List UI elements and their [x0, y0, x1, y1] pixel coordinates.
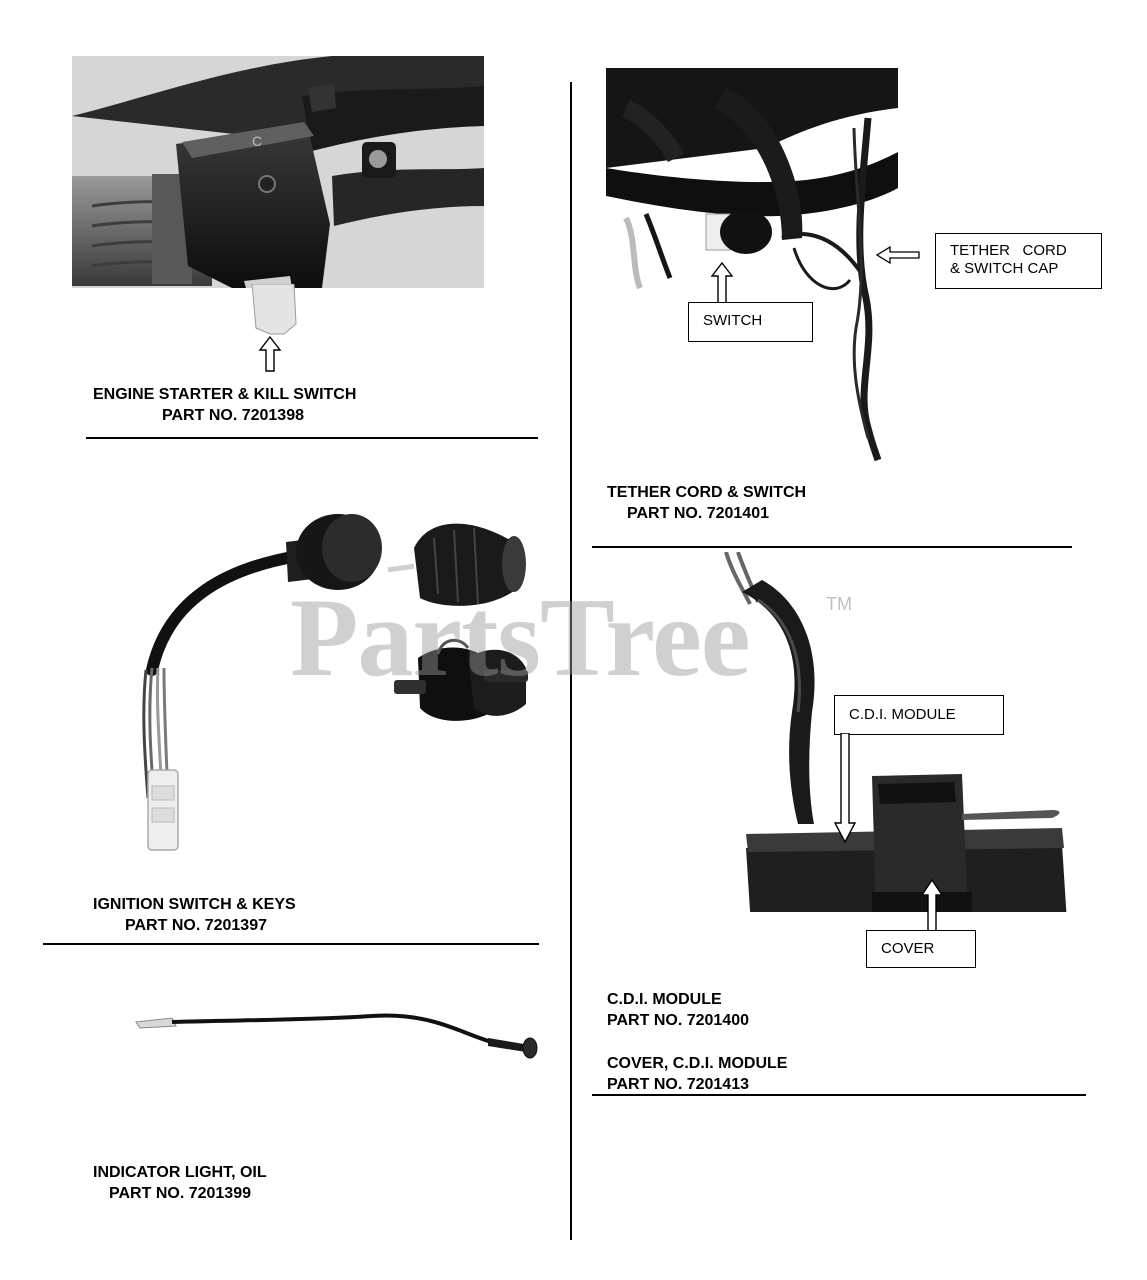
divider [592, 1094, 1086, 1096]
tether-cord-cap-line1: TETHER CORD [950, 242, 1067, 259]
arrow-down-icon [833, 733, 857, 843]
cdi-module-label-text: C.D.I. MODULE [849, 706, 956, 723]
divider [86, 437, 538, 439]
ignition-switch-title: IGNITION SWITCH & KEYS [93, 896, 296, 913]
cdi-module-part-number: PART NO. 7201400 [607, 1012, 749, 1029]
watermark-trademark: TM [826, 594, 852, 614]
cdi-cover-caption: COVER, C.D.I. MODULE PART NO. 7201413 [607, 1053, 787, 1095]
tether-cord-cap-line2: & SWITCH CAP [950, 260, 1059, 277]
ignition-switch-caption: IGNITION SWITCH & KEYS PART NO. 7201397 [93, 894, 296, 936]
center-divider [570, 82, 572, 1240]
arrow-up-icon [710, 262, 734, 304]
engine-switch-title: ENGINE STARTER & KILL SWITCH [93, 386, 357, 403]
ignition-switch-part-number: PART NO. 7201397 [125, 917, 267, 934]
cdi-module-label: C.D.I. MODULE [834, 695, 1004, 735]
cover-label-text: COVER [881, 940, 935, 957]
indicator-light-title: INDICATOR LIGHT, OIL [93, 1164, 267, 1181]
engine-switch-photo: C [72, 56, 484, 288]
tether-cord-part-number: PART NO. 7201401 [627, 505, 769, 522]
ignition-switch-photo [138, 508, 528, 854]
cdi-module-caption: C.D.I. MODULE PART NO. 7201400 [607, 989, 749, 1031]
cover-label: COVER [866, 930, 976, 968]
cdi-module-title: C.D.I. MODULE [607, 991, 722, 1008]
cdi-cover-part-number: PART NO. 7201413 [607, 1076, 749, 1093]
tether-cord-caption: TETHER CORD & SWITCH PART NO. 7201401 [607, 482, 806, 524]
engine-switch-caption: ENGINE STARTER & KILL SWITCH PART NO. 72… [93, 384, 356, 426]
indicator-light-photo [132, 1000, 542, 1062]
tether-cord-photo [606, 68, 898, 462]
indicator-light-caption: INDICATOR LIGHT, OIL PART NO. 7201399 [93, 1162, 267, 1204]
divider [43, 943, 539, 945]
divider [592, 546, 1072, 548]
cdi-cover-title: COVER, C.D.I. MODULE [607, 1055, 788, 1072]
svg-text:C: C [252, 133, 262, 149]
indicator-light-part-number: PART NO. 7201399 [109, 1185, 251, 1202]
switch-label: SWITCH [688, 302, 813, 342]
switch-label-text: SWITCH [703, 312, 763, 329]
arrow-left-icon [876, 246, 920, 264]
arrow-up-icon [920, 879, 944, 935]
engine-switch-part-number: PART NO. 7201398 [162, 407, 304, 424]
tether-cord-cap-label: TETHER CORD & SWITCH CAP [935, 233, 1102, 289]
cdi-module-photo [712, 552, 1084, 912]
arrow-up-icon [258, 336, 282, 372]
tether-cord-title: TETHER CORD & SWITCH [607, 484, 807, 501]
engine-switch-key [250, 284, 300, 340]
